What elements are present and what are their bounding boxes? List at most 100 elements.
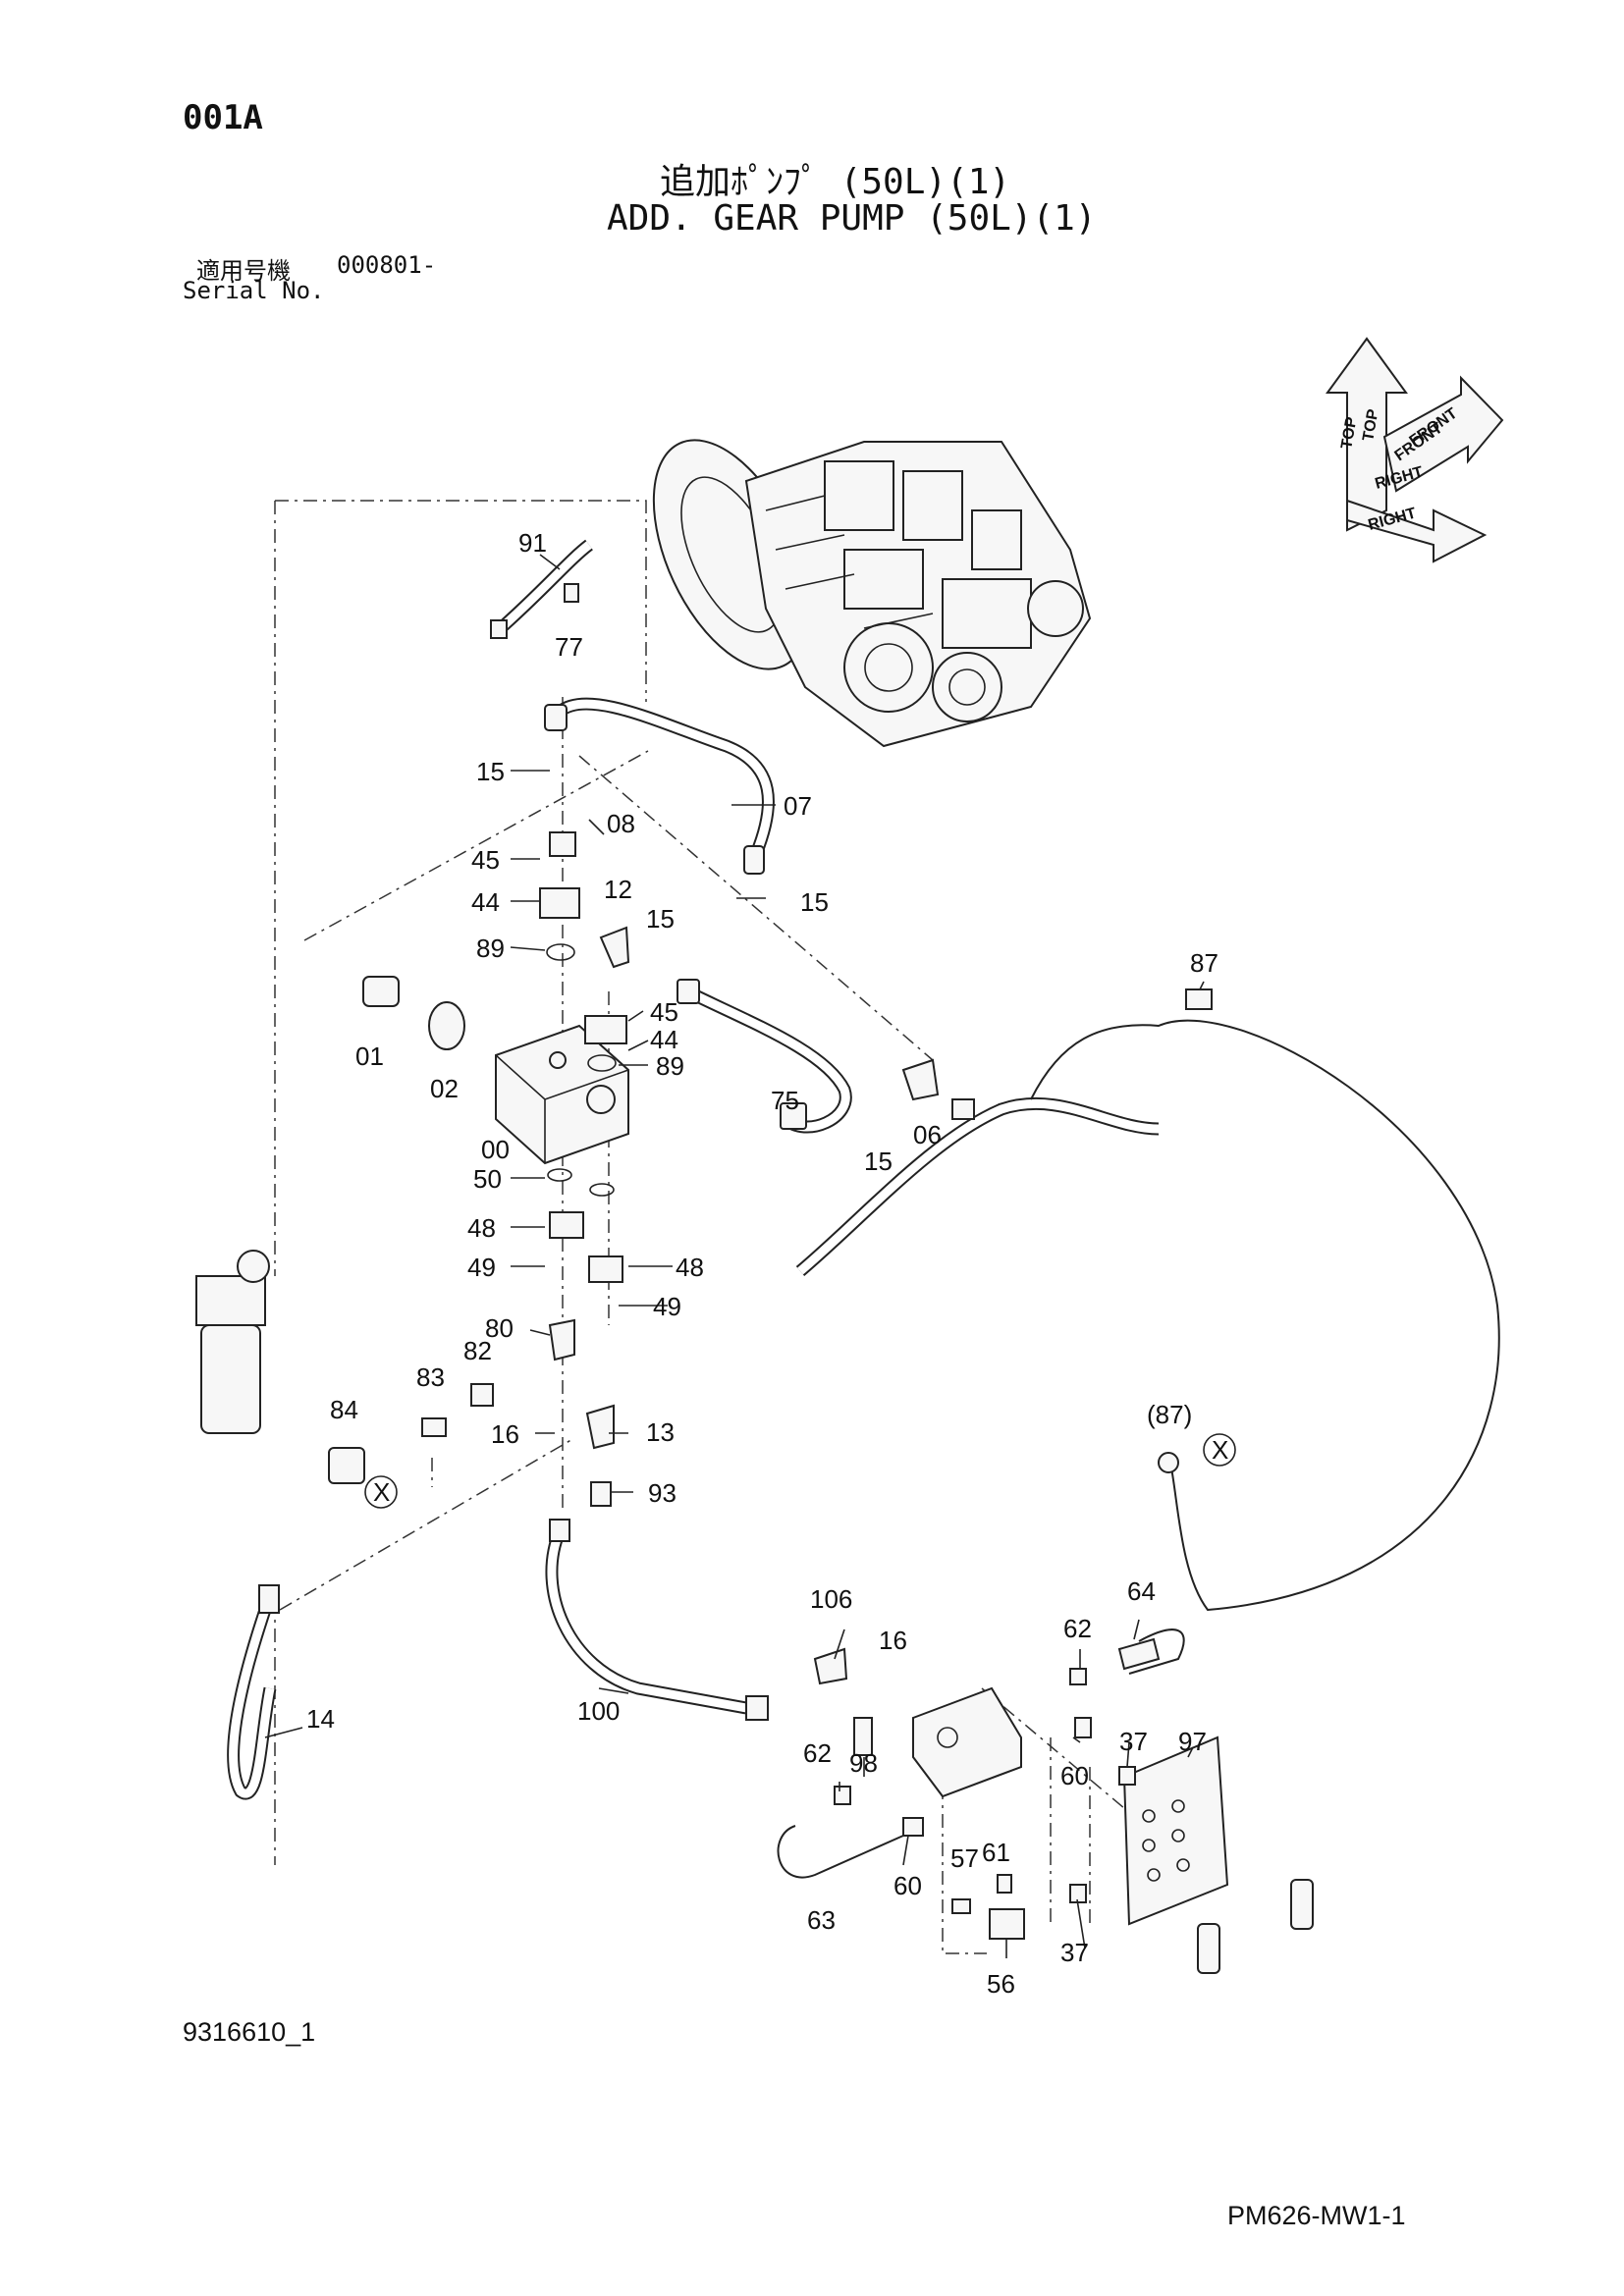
callout-12: 12 bbox=[604, 875, 632, 904]
serial-label-english: Serial No. bbox=[183, 277, 325, 304]
callout-15a: 15 bbox=[476, 757, 505, 786]
main-pump-assembly bbox=[652, 439, 1092, 748]
callout-80: 80 bbox=[485, 1313, 514, 1343]
callout-75: 75 bbox=[771, 1086, 799, 1115]
filter-assembly bbox=[195, 1250, 270, 1434]
oring-89b-icon bbox=[587, 1054, 617, 1072]
part-01-icon bbox=[362, 976, 400, 1007]
callout-15c: 15 bbox=[646, 904, 675, 934]
callout-07: 07 bbox=[784, 791, 812, 821]
flange-44b-icon bbox=[584, 1015, 627, 1044]
callout-02: 02 bbox=[430, 1074, 459, 1103]
callout-08: 08 bbox=[607, 809, 635, 838]
top-arrow-icon bbox=[1326, 337, 1408, 532]
page-id: 001A bbox=[183, 98, 263, 137]
callout-49a: 49 bbox=[467, 1253, 496, 1282]
callout-16b: 16 bbox=[879, 1626, 907, 1655]
callout-15d: 15 bbox=[864, 1147, 893, 1176]
callout-98: 98 bbox=[849, 1748, 878, 1778]
elbow-12-icon bbox=[599, 926, 630, 969]
callout-x2: X bbox=[1212, 1435, 1228, 1465]
callout-82: 82 bbox=[463, 1336, 492, 1365]
part-62b-icon bbox=[834, 1786, 851, 1805]
oring-89-icon bbox=[546, 943, 575, 961]
page-title-japanese: 追加ﾎﾟﾝﾌﾟ (50L)(1) bbox=[660, 162, 1011, 202]
callout-89b: 89 bbox=[656, 1051, 684, 1081]
part-08-icon bbox=[549, 831, 576, 857]
callout-62a: 62 bbox=[1063, 1614, 1092, 1643]
bracket-97 bbox=[1069, 1735, 1314, 1974]
callout-44b: 44 bbox=[650, 1025, 678, 1054]
right-arrow-icon bbox=[1346, 499, 1488, 563]
bolt-37b-icon bbox=[1069, 1884, 1087, 1903]
part-60b-icon bbox=[902, 1817, 924, 1837]
callout-64: 64 bbox=[1127, 1576, 1156, 1606]
elbow-06-icon bbox=[901, 1058, 940, 1101]
part-62-icon bbox=[1069, 1668, 1087, 1685]
callout-97: 97 bbox=[1178, 1727, 1207, 1756]
callout-60a: 60 bbox=[1060, 1761, 1089, 1790]
block-56-icon bbox=[989, 1908, 1025, 1940]
valve-block bbox=[777, 1629, 1185, 1879]
callout-16a: 16 bbox=[491, 1419, 519, 1449]
page-code: PM626-MW1-1 bbox=[1227, 2201, 1406, 2230]
callout-37a: 37 bbox=[1119, 1727, 1148, 1756]
fitting-64-icon bbox=[1117, 1637, 1161, 1671]
drawing-number: 9316610_1 bbox=[183, 2017, 316, 2047]
flange-44-icon bbox=[539, 887, 580, 919]
callout-62b: 62 bbox=[803, 1738, 832, 1768]
part-57-icon bbox=[951, 1898, 971, 1914]
serial-label-japanese: 適用号機 bbox=[196, 257, 291, 285]
callout-91: 91 bbox=[518, 528, 547, 558]
reference-x2-icon bbox=[1203, 1433, 1236, 1467]
callout-01: 01 bbox=[355, 1041, 384, 1071]
callout-06: 06 bbox=[913, 1120, 942, 1149]
callout-84: 84 bbox=[330, 1395, 358, 1424]
gear-pump-00 bbox=[495, 1024, 629, 1165]
part-83-icon bbox=[421, 1417, 447, 1437]
direction-top-label: TOP bbox=[1338, 415, 1360, 450]
callout-106: 106 bbox=[810, 1584, 852, 1614]
callout-87: 87 bbox=[1190, 948, 1218, 978]
callout-00: 00 bbox=[481, 1135, 510, 1164]
callout-56: 56 bbox=[987, 1969, 1015, 1999]
callout-60b: 60 bbox=[893, 1871, 922, 1900]
page-title-english: ADD. GEAR PUMP (50L)(1) bbox=[607, 198, 1097, 239]
callout-63: 63 bbox=[807, 1905, 836, 1935]
callout-83: 83 bbox=[416, 1362, 445, 1392]
callout-45b: 45 bbox=[650, 997, 678, 1027]
callout-50: 50 bbox=[473, 1164, 502, 1194]
part-61-icon bbox=[997, 1874, 1012, 1894]
front-arrow-icon bbox=[1382, 375, 1504, 493]
callout-77: 77 bbox=[555, 632, 583, 662]
part-84-icon bbox=[328, 1447, 365, 1484]
part-02-icon bbox=[428, 1001, 465, 1050]
callout-87-ref: (87) bbox=[1147, 1400, 1192, 1429]
connector-87-icon bbox=[1185, 988, 1213, 1010]
fitting-106-icon bbox=[813, 1647, 848, 1685]
part-82-icon bbox=[470, 1383, 494, 1407]
bolt-98-icon bbox=[853, 1717, 873, 1756]
callout-48b: 48 bbox=[676, 1253, 704, 1282]
fitting-80-icon bbox=[548, 1318, 575, 1362]
callout-48a: 48 bbox=[467, 1213, 496, 1243]
callout-49b: 49 bbox=[653, 1292, 681, 1321]
direction-top-label-2: TOP bbox=[1360, 407, 1381, 442]
flange-48-icon bbox=[549, 1211, 584, 1239]
callout-x1: X bbox=[373, 1477, 390, 1507]
callout-89a: 89 bbox=[476, 934, 505, 963]
tee-13-icon bbox=[585, 1404, 615, 1450]
callout-61: 61 bbox=[982, 1838, 1010, 1867]
part-93-icon bbox=[590, 1481, 612, 1507]
callout-37b: 37 bbox=[1060, 1938, 1089, 1967]
serial-value: 000801- bbox=[337, 251, 437, 279]
callout-14: 14 bbox=[306, 1704, 335, 1734]
part-60-icon bbox=[1074, 1717, 1092, 1738]
callout-44a: 44 bbox=[471, 887, 500, 917]
callout-45a: 45 bbox=[471, 845, 500, 875]
flange-48b-icon bbox=[588, 1255, 623, 1283]
callout-15b: 15 bbox=[800, 887, 829, 917]
callout-57: 57 bbox=[950, 1843, 979, 1873]
direction-indicator: TOP TOP FRONT FRONT RIGHT RIGHT bbox=[1326, 337, 1504, 563]
